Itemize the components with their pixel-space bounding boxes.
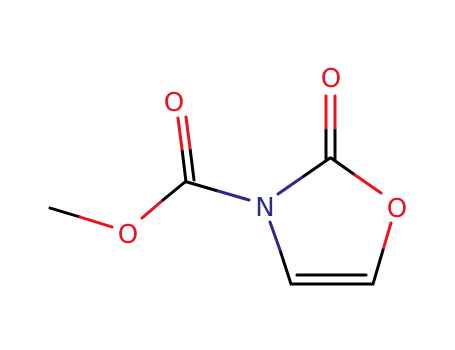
atom-labels: O O O O N	[118, 64, 407, 250]
bond-nitrogen-to-ring-c2	[302, 156, 332, 178]
atom-oxygen-carbonyl-left: O	[164, 88, 184, 118]
atom-oxygen-carbonyl-right: O	[321, 64, 341, 94]
bond-carbonyl-carbon-to-nitrogen-n-part	[216, 189, 251, 202]
bond-carbonyl-double-1-c-part	[180, 147, 188, 184]
atom-oxygen-methoxy: O	[118, 220, 138, 250]
bond-ring-c2-to-ring-oxygen-o-part	[353, 173, 383, 195]
bond-c4-to-nitrogen	[278, 248, 293, 286]
bond-ring-oxygen-to-c5	[371, 248, 385, 286]
atom-nitrogen-ring: N	[255, 193, 274, 223]
bond-methyl-to-methoxy-oxygen	[48, 206, 82, 219]
bond-ring-c2-to-ring-oxygen	[329, 156, 357, 177]
bond-methoxy-oxygen-to-carbonyl-carbon-o-part	[140, 198, 165, 220]
bond-carbonyl-double-1-o-part	[176, 116, 184, 151]
bond-carbonyl-carbon-to-nitrogen-c-part	[185, 180, 220, 193]
bonds	[48, 94, 393, 286]
bond-nitrogen-to-ring-c2-n-part	[276, 174, 306, 196]
bond-methyl-to-methoxy-oxygen-o-part	[78, 215, 114, 229]
bond-carbonyl-double-2-c-part	[188, 146, 196, 182]
bond-c4-to-nitrogen-n-part	[268, 220, 282, 252]
bond-carbonyl-double-2-o-part	[184, 115, 192, 150]
atom-oxygen-ring: O	[387, 194, 407, 224]
bond-methoxy-oxygen-to-carbonyl-carbon	[161, 180, 187, 202]
bond-ring-oxygen-to-c5-o-part	[381, 221, 393, 252]
